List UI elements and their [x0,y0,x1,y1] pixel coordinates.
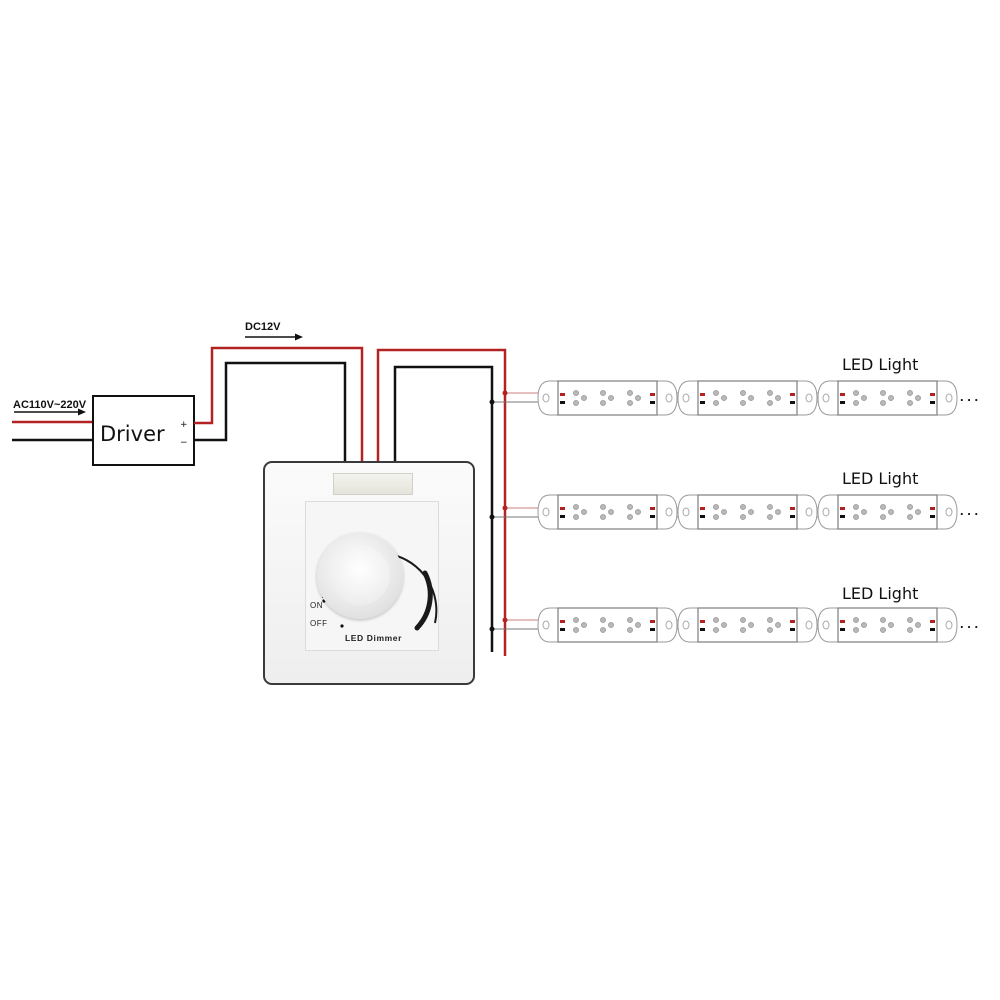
row-1-continuation: . . . [960,389,978,404]
dc-output-label: DC12V [245,321,281,333]
led-module-r3-2 [677,607,818,643]
driver-minus-terminal: − [180,438,188,448]
dimmer-indicator-window [333,473,413,495]
led-module-r3-3 [817,607,958,643]
led-module-r2-1 [537,494,678,530]
led-module-r1-3 [817,380,958,416]
row-3-continuation: . . . [960,616,978,631]
dimmer-knob[interactable] [317,533,403,619]
led-row-2-label: LED Light [842,469,918,488]
driver-plus-terminal: + [180,420,188,430]
led-row-3-label: LED Light [842,584,918,603]
led-row-1-label: LED Light [842,355,918,374]
led-module-r1-2 [677,380,818,416]
row-2-continuation: . . . [960,503,978,518]
ac-input-wires [12,408,93,442]
led-module-r2-2 [677,494,818,530]
dimmer-output-wires [376,348,507,656]
dc-wires-to-dimmer [194,346,364,461]
driver-box [92,395,195,466]
driver-label: Driver [100,422,165,446]
led-module-r3-1 [537,607,678,643]
led-module-r1-1 [537,380,678,416]
dimmer-off-label: OFF [310,619,328,628]
led-module-r2-3 [817,494,958,530]
led-dimmer-switch: ON OFF LED Dimmer [263,461,475,685]
dimmer-title: LED Dimmer [345,633,403,643]
dimmer-on-label: ON [310,601,323,610]
dimmer-knob-cap[interactable] [330,545,390,605]
ac-input-label: AC110V~220V [13,399,87,411]
